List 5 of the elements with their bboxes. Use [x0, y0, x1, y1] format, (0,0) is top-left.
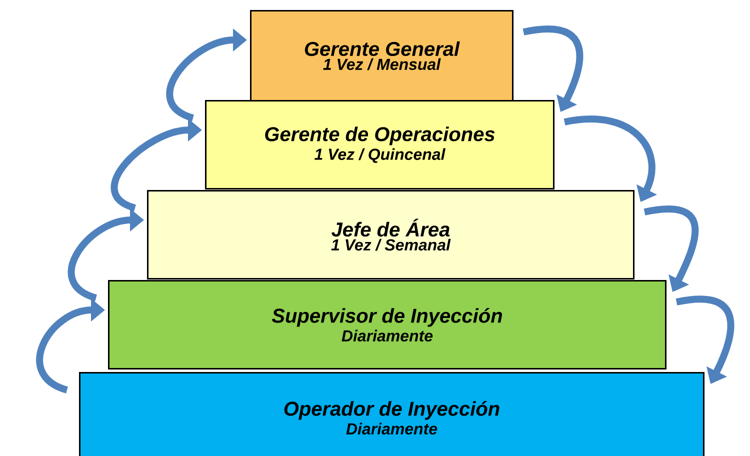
level-box: Jefe de Área 1 Vez / Semanal: [147, 190, 634, 280]
level-box: Gerente General 1 Vez / Mensual: [250, 10, 514, 102]
level-box: Gerente de Operaciones 1 Vez / Quincenal: [205, 100, 554, 190]
level-box: Supervisor de Inyección Diariamente: [108, 280, 666, 370]
level-box: Operador de Inyección Diariamente: [79, 372, 704, 456]
